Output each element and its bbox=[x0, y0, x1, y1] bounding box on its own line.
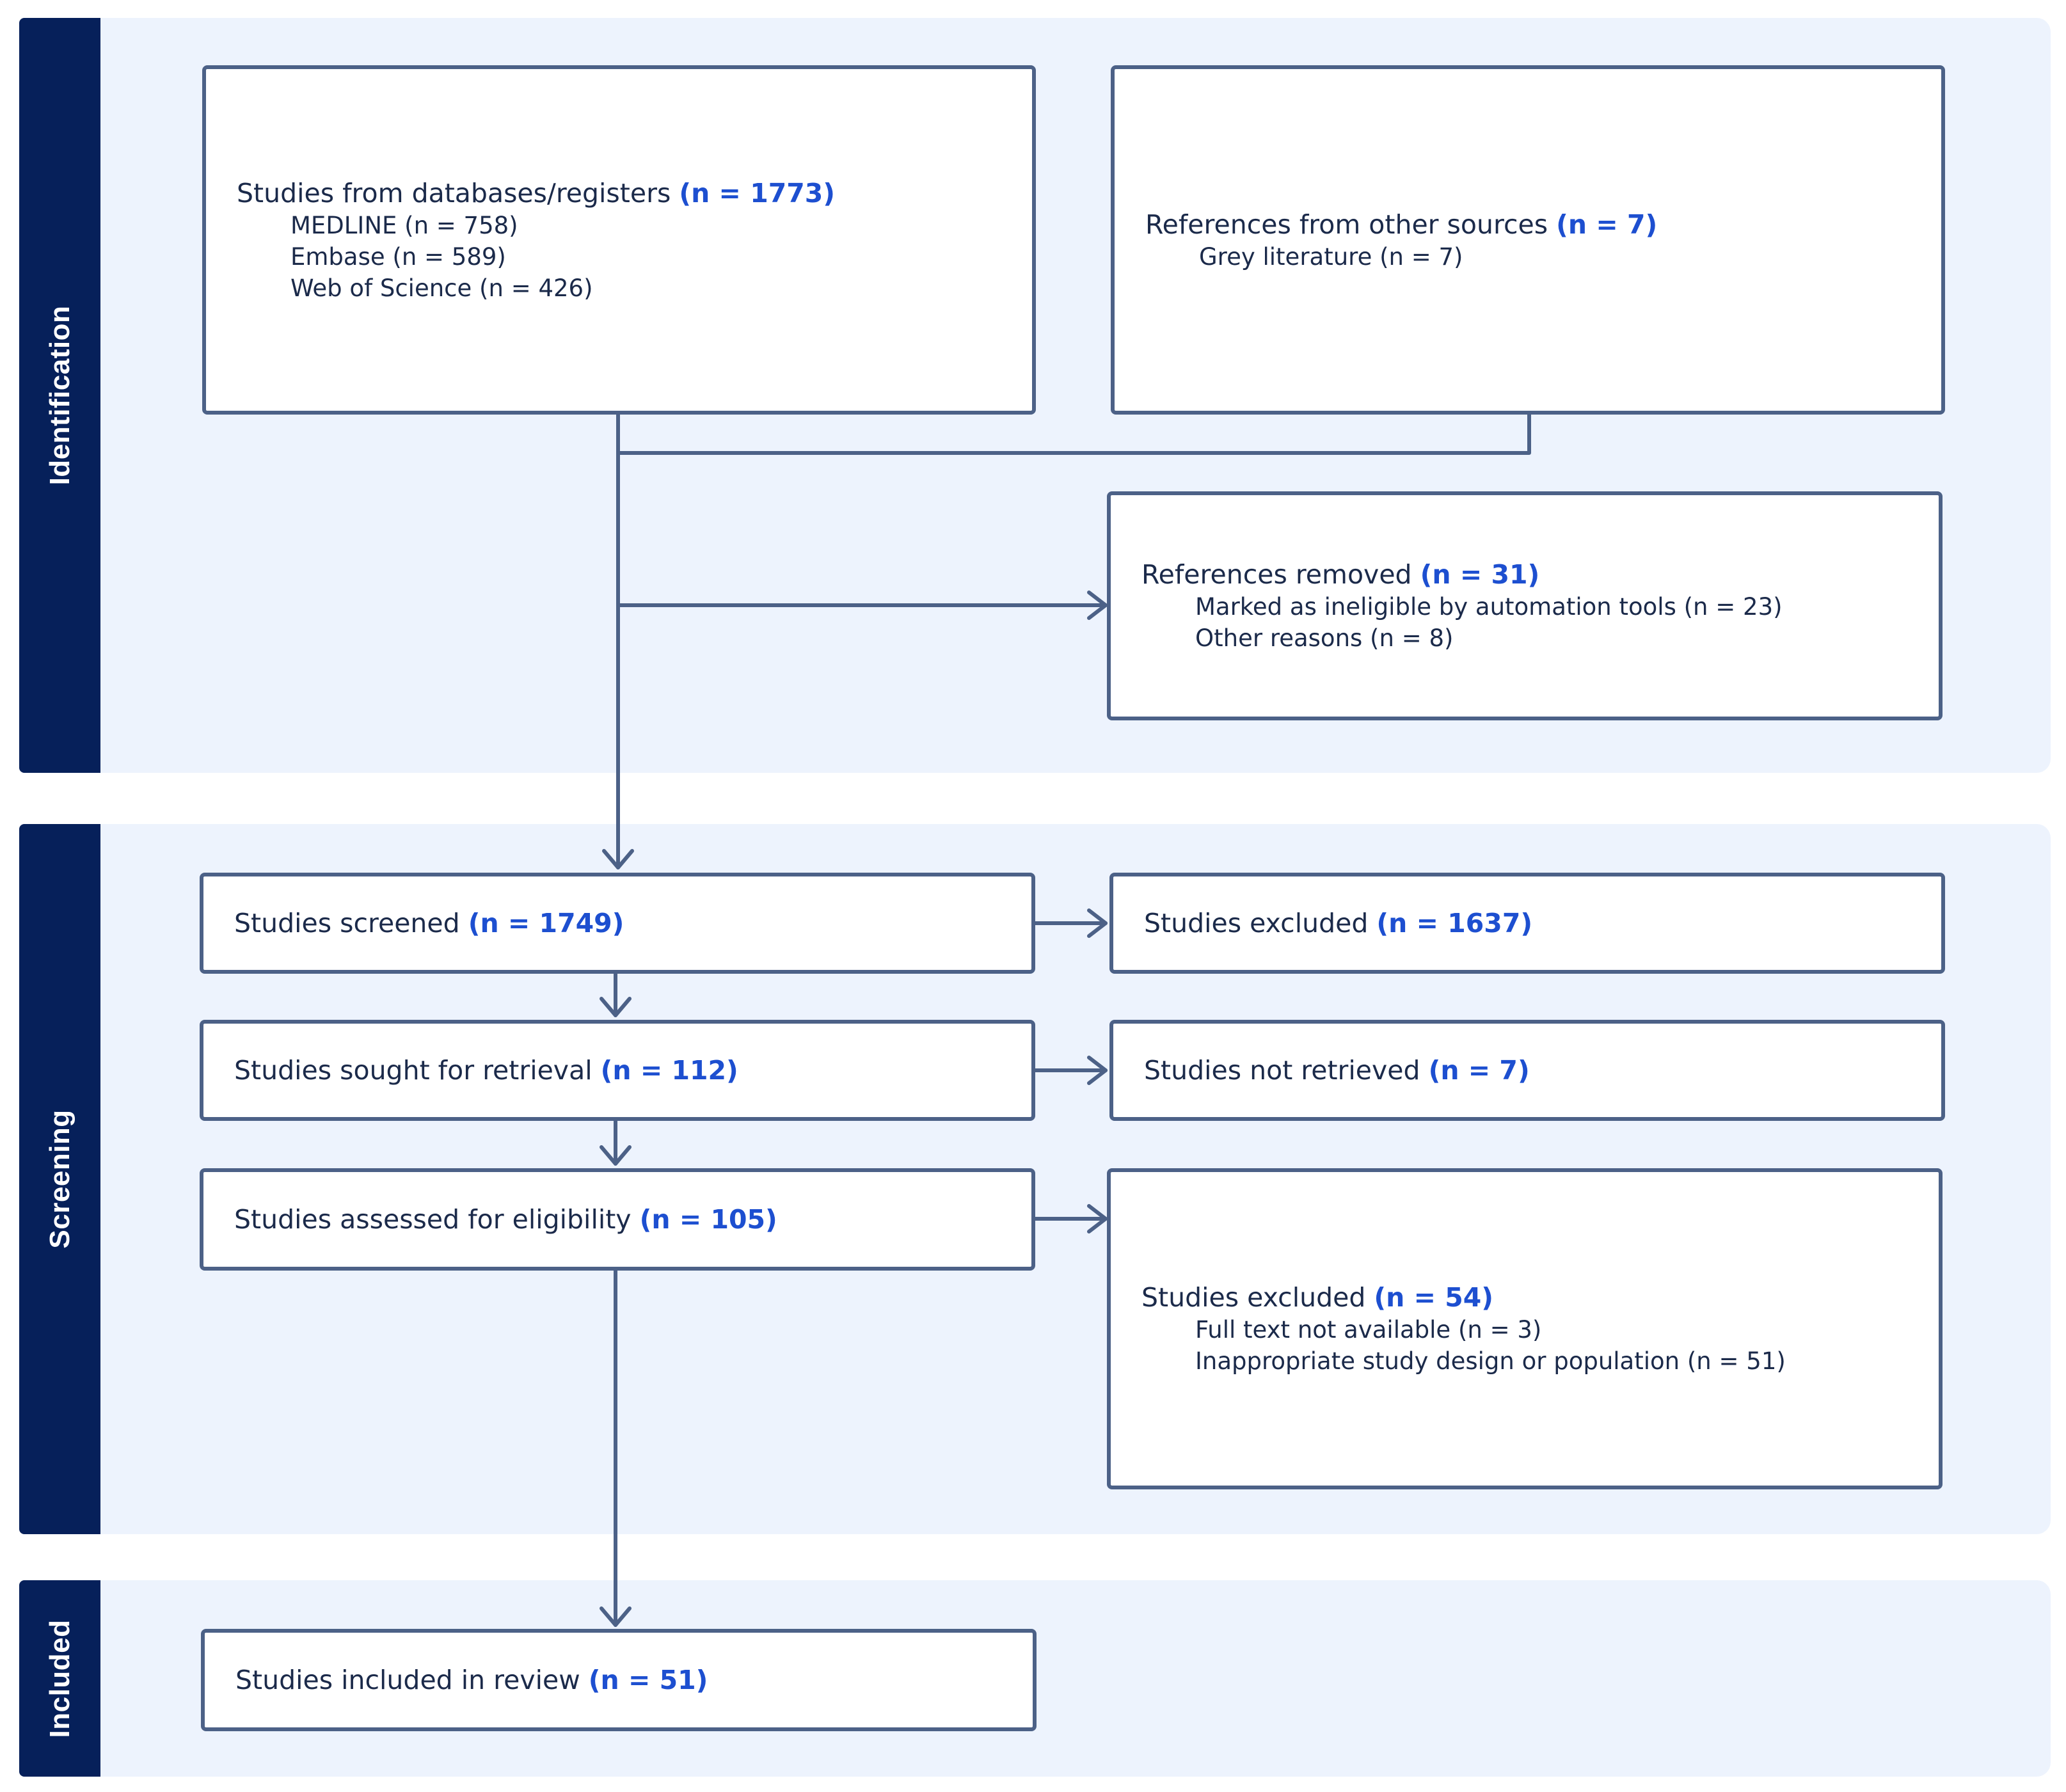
stage-screening: Screening bbox=[19, 824, 100, 1534]
screened-title-line: Studies screened (n = 1749) bbox=[234, 907, 1019, 940]
databases-count: (n = 1773) bbox=[679, 177, 836, 209]
removed-title-line: References removed (n = 31) bbox=[1141, 558, 1926, 591]
databases-item-embase: Embase (n = 589) bbox=[290, 242, 506, 271]
other-sources-item-grey-literature: Grey literature (n = 7) bbox=[1199, 242, 1463, 271]
not-retrieved-title-line: Studies not retrieved (n = 7) bbox=[1144, 1054, 1928, 1087]
assessed-count: (n = 105) bbox=[639, 1204, 777, 1235]
not-retrieved-count: (n = 7) bbox=[1428, 1055, 1530, 1086]
assessed-title-line: Studies assessed for eligibility (n = 10… bbox=[234, 1203, 1019, 1236]
other-sources-title-line: References from other sources (n = 7) bbox=[1145, 208, 1928, 241]
removed-count: (n = 31) bbox=[1420, 559, 1540, 590]
excluded-eligibility-title: Studies excluded bbox=[1141, 1282, 1366, 1313]
databases-title: Studies from databases/registers bbox=[237, 177, 671, 209]
databases-item-web-of-science: Web of Science (n = 426) bbox=[290, 274, 593, 302]
excluded-screening-title: Studies excluded bbox=[1144, 908, 1369, 939]
arrowhead-screened bbox=[602, 849, 634, 869]
databases-title-line: Studies from databases/registers (n = 17… bbox=[237, 177, 1019, 210]
other-sources-title: References from other sources bbox=[1145, 209, 1548, 240]
box-studies-excluded-eligibility: Studies excluded (n = 54) Full text not … bbox=[1107, 1168, 1943, 1489]
box-studies-assessed: Studies assessed for eligibility (n = 10… bbox=[200, 1168, 1035, 1271]
excluded-eligibility-item-full-text: Full text not available (n = 3) bbox=[1195, 1316, 1542, 1344]
box-studies-excluded-screening: Studies excluded (n = 1637) bbox=[1109, 873, 1945, 974]
excluded-eligibility-title-line: Studies excluded (n = 54) bbox=[1141, 1281, 1926, 1314]
box-studies-sought: Studies sought for retrieval (n = 112) bbox=[200, 1020, 1035, 1121]
other-sources-count: (n = 7) bbox=[1556, 209, 1658, 240]
removed-item-automation: Marked as ineligible by automation tools… bbox=[1195, 593, 1783, 621]
assessed-title: Studies assessed for eligibility bbox=[234, 1204, 632, 1235]
box-studies-included: Studies included in review (n = 51) bbox=[201, 1629, 1037, 1731]
box-studies-not-retrieved: Studies not retrieved (n = 7) bbox=[1109, 1020, 1945, 1121]
screened-count: (n = 1749) bbox=[468, 908, 624, 939]
connector-other-sources-merge bbox=[616, 413, 1531, 455]
arrowhead-excluded-eligibility bbox=[1087, 1204, 1108, 1233]
excluded-eligibility-count: (n = 54) bbox=[1374, 1282, 1494, 1313]
included-title-line: Studies included in review (n = 51) bbox=[235, 1663, 1020, 1697]
arrowhead-assessed bbox=[600, 1145, 632, 1166]
screened-title: Studies screened bbox=[234, 908, 460, 939]
excluded-eligibility-item-design: Inappropriate study design or population… bbox=[1195, 1347, 1786, 1375]
box-references-removed: References removed (n = 31) Marked as in… bbox=[1107, 491, 1943, 720]
not-retrieved-title: Studies not retrieved bbox=[1144, 1055, 1420, 1086]
arrowhead-not-retrieved bbox=[1087, 1056, 1108, 1085]
stage-identification: Identification bbox=[19, 18, 100, 773]
box-databases-registers: Studies from databases/registers (n = 17… bbox=[202, 65, 1036, 415]
arrowhead-excluded-screening bbox=[1087, 908, 1108, 938]
sought-title: Studies sought for retrieval bbox=[234, 1055, 592, 1086]
box-studies-screened: Studies screened (n = 1749) bbox=[200, 873, 1035, 974]
removed-item-other-reasons: Other reasons (n = 8) bbox=[1195, 624, 1454, 652]
excluded-screening-count: (n = 1637) bbox=[1376, 908, 1533, 939]
stage-included: Included bbox=[19, 1580, 100, 1777]
arrowhead-included bbox=[600, 1606, 632, 1627]
box-other-sources: References from other sources (n = 7) Gr… bbox=[1111, 65, 1945, 415]
sought-title-line: Studies sought for retrieval (n = 112) bbox=[234, 1054, 1019, 1087]
arrowhead-removed bbox=[1087, 591, 1108, 620]
included-title: Studies included in review bbox=[235, 1665, 580, 1695]
included-count: (n = 51) bbox=[588, 1665, 708, 1695]
sought-count: (n = 112) bbox=[600, 1055, 738, 1086]
removed-title: References removed bbox=[1141, 559, 1412, 590]
arrowhead-sought bbox=[600, 997, 632, 1017]
excluded-screening-title-line: Studies excluded (n = 1637) bbox=[1144, 907, 1928, 940]
databases-item-medline: MEDLINE (n = 758) bbox=[290, 211, 518, 239]
